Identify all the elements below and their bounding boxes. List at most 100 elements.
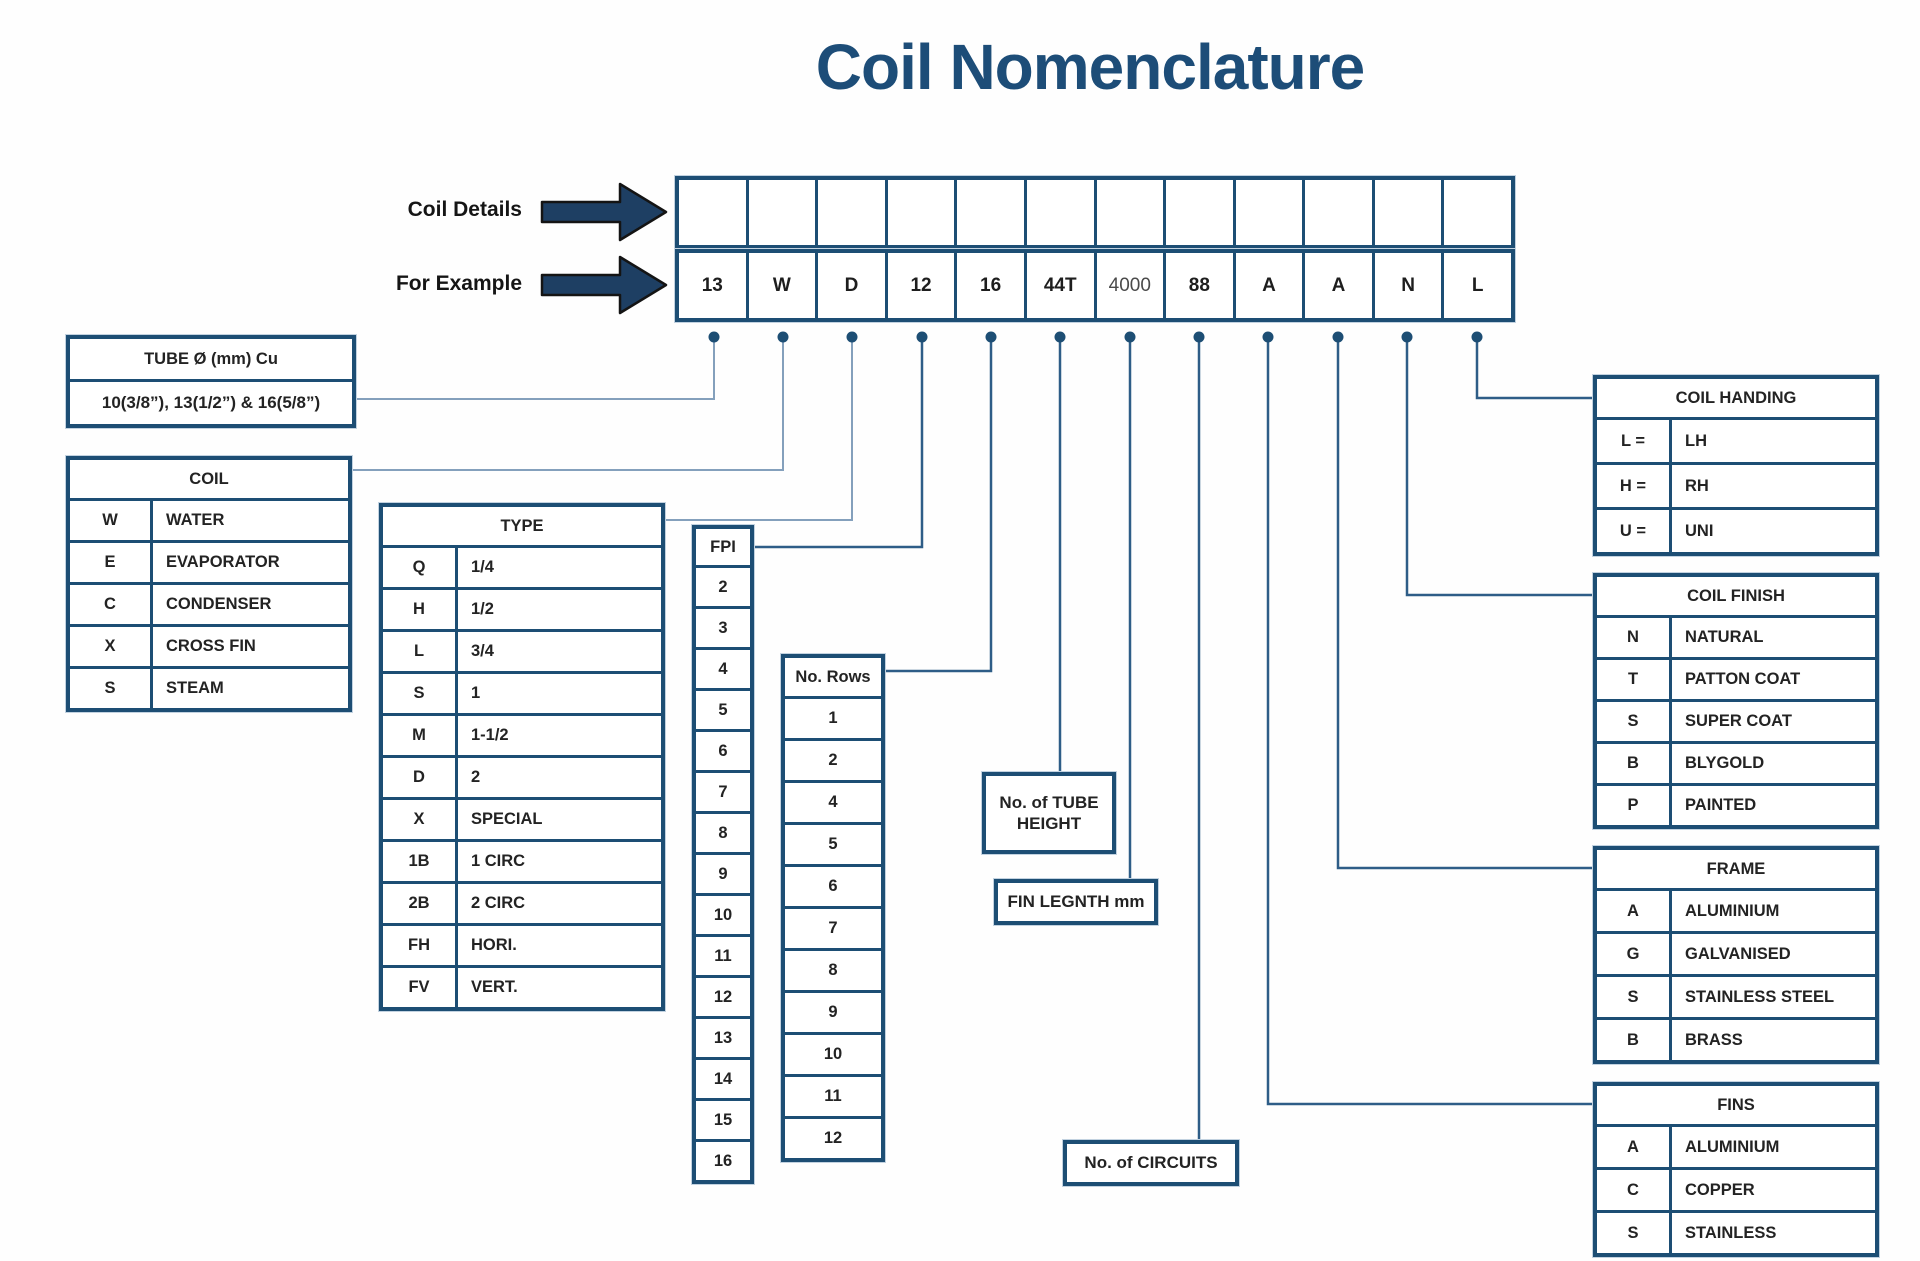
table-value-cell: 8 (785, 951, 881, 990)
detail-cell (1305, 180, 1372, 245)
table-value-cell: 6 (696, 732, 750, 770)
example-cell: L (1444, 253, 1511, 318)
table-value-cell: STAINLESS STEEL (1672, 977, 1875, 1017)
table-value-cell: 10 (696, 896, 750, 934)
table-key-cell: A (1597, 1127, 1669, 1167)
table-value-cell: 10 (785, 1035, 881, 1074)
table-key-cell: B (1597, 1020, 1669, 1060)
table-key-cell: P (1597, 786, 1669, 825)
table-value-cell: 2 (785, 741, 881, 780)
connector-dot (1262, 331, 1274, 343)
right-arrow-icon (540, 182, 668, 242)
table-value-cell: UNI (1672, 510, 1875, 552)
table-key-cell: N (1597, 618, 1669, 657)
table-key-cell: S (1597, 1213, 1669, 1253)
table-key-cell: X (70, 627, 150, 666)
table-key-cell: L = (1597, 420, 1669, 462)
connector-dot (1054, 331, 1066, 343)
table-value-cell: 4 (696, 650, 750, 688)
detail-cell (957, 180, 1024, 245)
example-cell: A (1305, 253, 1372, 318)
table-value-cell: 1/4 (458, 548, 661, 587)
table-value-cell: STAINLESS (1672, 1213, 1875, 1253)
connector-dot (1193, 331, 1205, 343)
table-value-cell: 1/2 (458, 590, 661, 629)
table-value-cell: 1 (458, 674, 661, 713)
connector-line (665, 337, 853, 521)
fin-length-note: FIN LEGNTH mm (993, 878, 1159, 926)
table-value-cell: 5 (785, 825, 881, 864)
example-cell: 4000 (1096, 253, 1164, 318)
table-key-cell: B (1597, 744, 1669, 783)
table-key-cell: A (1597, 891, 1669, 931)
page-title: Coil Nomenclature (815, 31, 1365, 103)
table-value-cell: LH (1672, 420, 1875, 462)
table-key-cell: 1B (383, 842, 455, 881)
detail-cell (1166, 180, 1233, 245)
table-value-cell: RH (1672, 465, 1875, 507)
table-key-cell: M (383, 716, 455, 755)
table-key-cell: S (1597, 702, 1669, 741)
connector-dot (1332, 331, 1344, 343)
table-value-cell: ALUMINIUM (1672, 891, 1875, 931)
table-key-cell: H = (1597, 465, 1669, 507)
table-value-cell: GALVANISED (1672, 934, 1875, 974)
table-value-cell: BRASS (1672, 1020, 1875, 1060)
detail-cell (1096, 180, 1164, 245)
table-value-cell: BLYGOLD (1672, 744, 1875, 783)
table-title: TUBE Ø (mm) Cu (70, 339, 352, 379)
example-cell: 44T (1026, 253, 1094, 318)
table-value-cell: 11 (785, 1077, 881, 1116)
table-value-cell: COPPER (1672, 1170, 1875, 1210)
table-key-cell: 2B (383, 884, 455, 923)
table-key-cell: Q (383, 548, 455, 587)
table-value-cell: SPECIAL (458, 800, 661, 839)
table-title: COIL (70, 460, 348, 498)
table-title: COIL FINISH (1597, 577, 1875, 615)
table-key-cell: FH (383, 926, 455, 965)
table-key-cell: C (70, 585, 150, 624)
table-title: FPI (696, 529, 750, 565)
for-example-label: For Example (395, 272, 522, 295)
table-key-cell: S (70, 669, 150, 708)
table-key-cell: W (70, 501, 150, 540)
tube-height-note: No. of TUBE HEIGHT (981, 771, 1117, 855)
table-value-cell: 4 (785, 783, 881, 822)
table-value-cell: 7 (785, 909, 881, 948)
table-value-cell: 1-1/2 (458, 716, 661, 755)
table-value-cell: 11 (696, 937, 750, 975)
table-value-cell: 2 CIRC (458, 884, 661, 923)
table-value-cell: 2 (696, 568, 750, 606)
table-value-cell: 7 (696, 773, 750, 811)
table-value-cell: NATURAL (1672, 618, 1875, 657)
table-key-cell: X (383, 800, 455, 839)
table-key-cell: E (70, 543, 150, 582)
connector-line (1266, 337, 1593, 1106)
connector-line (885, 337, 993, 673)
table-title: FINS (1597, 1086, 1875, 1124)
connector-dot (708, 331, 720, 343)
connector-line (356, 337, 715, 400)
connector-line (352, 337, 784, 471)
connector-line (1336, 337, 1593, 870)
detail-cell (679, 180, 746, 245)
table-value-cell: SUPER COAT (1672, 702, 1875, 741)
table-value-cell: 6 (785, 867, 881, 906)
connector-dot (916, 331, 928, 343)
connector-dot (1471, 331, 1483, 343)
connector-dot (985, 331, 997, 343)
connector-dot (1124, 331, 1136, 343)
table-value-cell: 13 (696, 1019, 750, 1057)
example-cell: W (748, 253, 816, 318)
table-value-cell: ALUMINIUM (1672, 1127, 1875, 1167)
coil-details-row (674, 175, 1516, 250)
table-key-cell: S (1597, 977, 1669, 1017)
